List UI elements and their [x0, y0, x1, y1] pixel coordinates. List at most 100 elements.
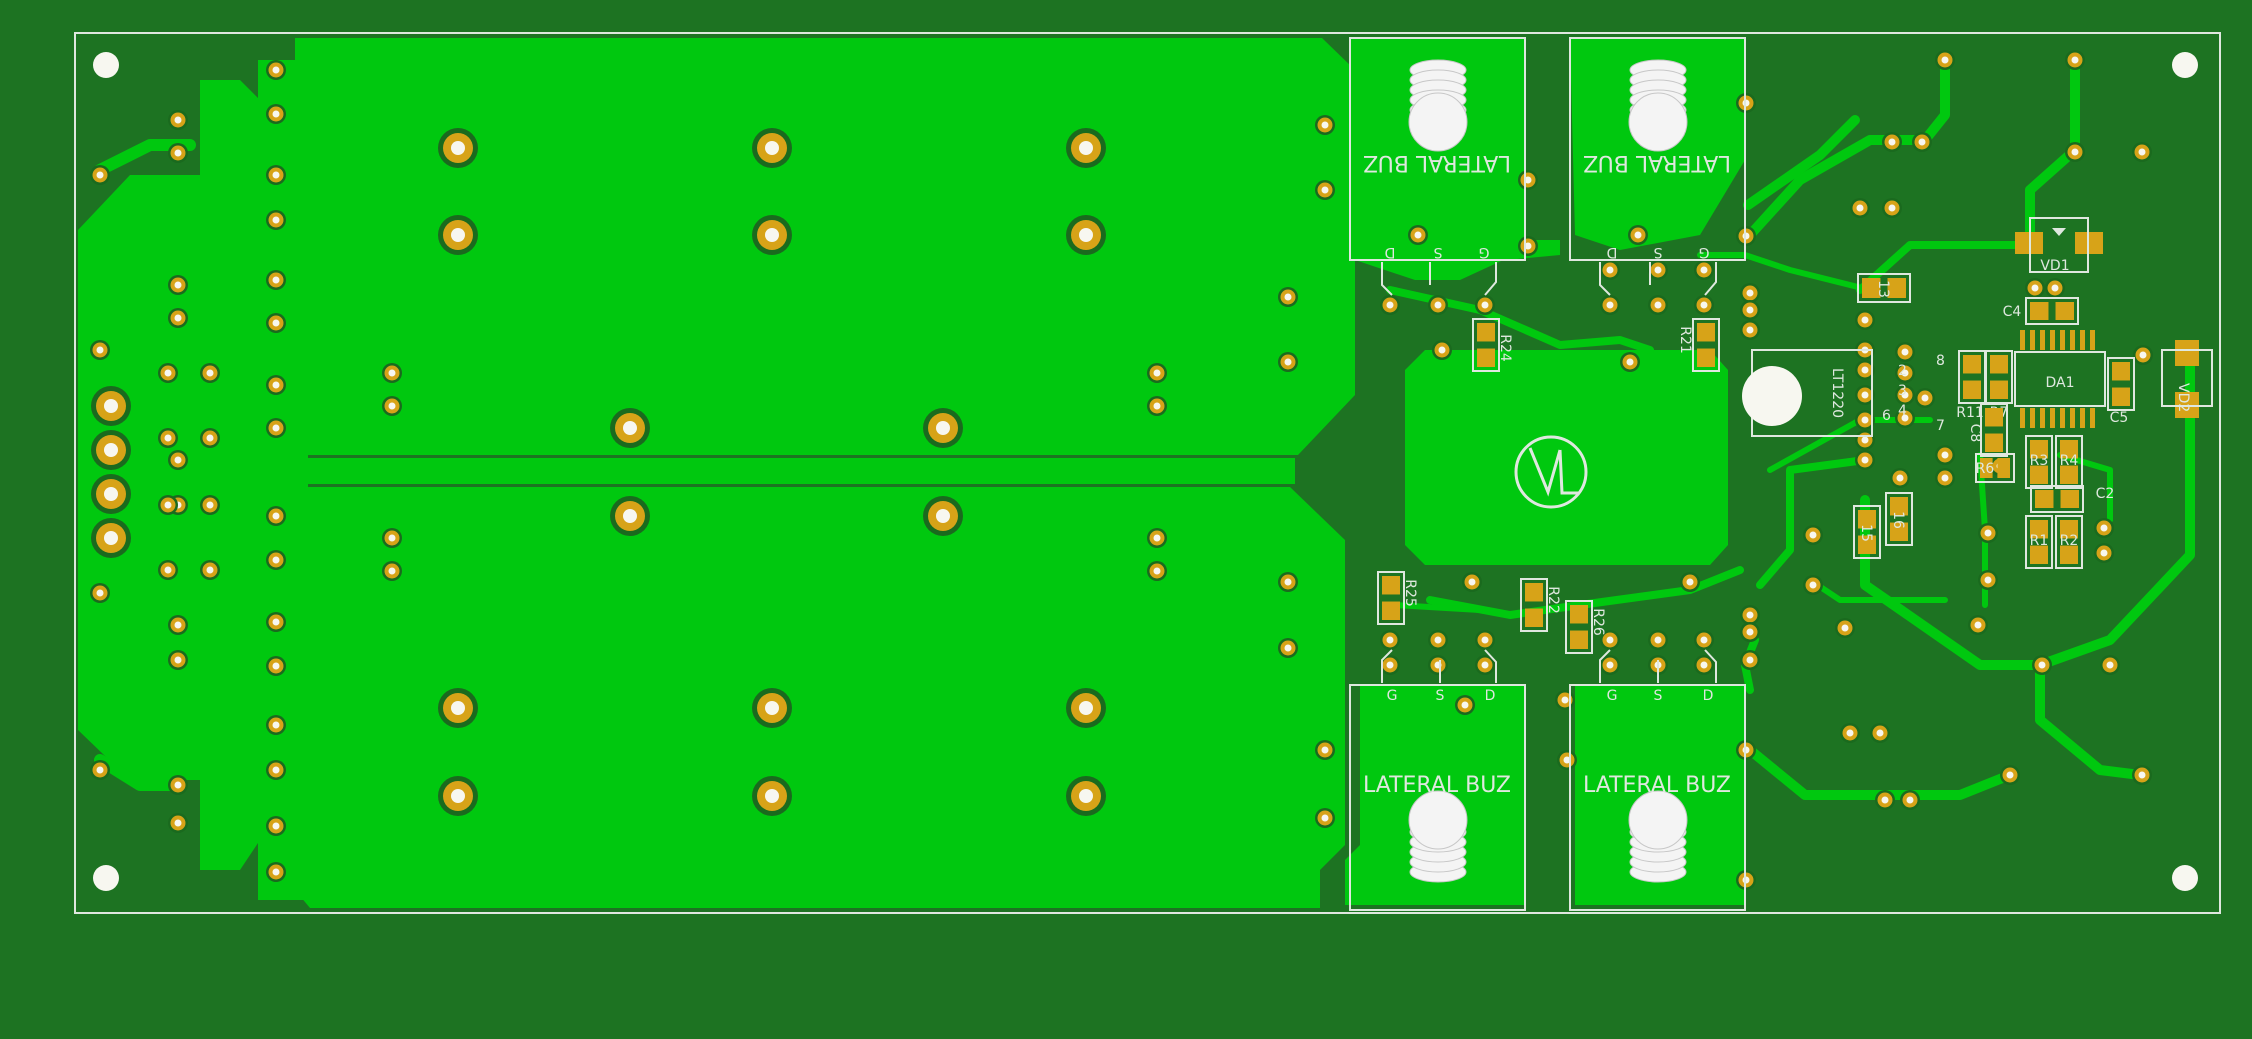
via	[266, 715, 286, 735]
via	[1935, 468, 1955, 488]
component-label: R11	[1956, 405, 1984, 421]
via	[1408, 225, 1428, 245]
via	[1840, 723, 1860, 743]
smd-resistor: R2	[2055, 515, 2083, 569]
smd-resistor: R11	[1956, 350, 1986, 421]
smd-resistor: R25	[1377, 571, 1418, 625]
through-hole-pad	[923, 496, 963, 536]
through-hole-pad	[610, 408, 650, 448]
component-label: R25	[1402, 579, 1418, 607]
via	[1740, 605, 1760, 625]
via	[1855, 360, 1875, 380]
through-hole-pad	[91, 474, 131, 514]
via	[1428, 630, 1448, 650]
component-label: 16	[1890, 511, 1906, 529]
via	[1740, 283, 1760, 303]
mosfet-label: LATERAL BUZ	[1583, 150, 1731, 175]
via	[200, 560, 220, 580]
via	[158, 428, 178, 448]
component-label: R1	[2030, 533, 2049, 549]
smd-resistor: 16	[1885, 492, 1913, 546]
diode-label: VD1	[2040, 258, 2069, 274]
via	[2132, 142, 2152, 162]
via	[1882, 132, 1902, 152]
via	[1740, 622, 1760, 642]
via	[266, 165, 286, 185]
through-hole-pad	[1066, 215, 1106, 255]
through-hole-pad	[91, 430, 131, 470]
via	[1875, 790, 1895, 810]
via	[1968, 615, 1988, 635]
via	[1895, 408, 1915, 428]
via	[1855, 410, 1875, 430]
via	[1870, 723, 1890, 743]
board-logo	[1514, 435, 1588, 509]
through-hole-pad	[752, 776, 792, 816]
via	[90, 760, 110, 780]
svg-text:S: S	[1654, 688, 1663, 704]
via	[1315, 740, 1335, 760]
via	[1855, 310, 1875, 330]
via	[1855, 450, 1875, 470]
via	[168, 813, 188, 833]
svg-text:S: S	[1653, 244, 1662, 260]
via	[1557, 750, 1577, 770]
via	[1315, 180, 1335, 200]
via	[2133, 345, 2153, 365]
via	[1600, 295, 1620, 315]
component-label: R24	[1497, 334, 1513, 362]
svg-text:D: D	[1607, 244, 1618, 260]
svg-text:7: 7	[1936, 418, 1945, 434]
via	[1694, 655, 1714, 675]
via	[1912, 132, 1932, 152]
smd-resistor: R1	[2025, 515, 2053, 569]
through-hole-pad	[752, 128, 792, 168]
svg-text:D: D	[1385, 244, 1396, 260]
component-label: R21	[1677, 326, 1693, 354]
via	[1850, 198, 1870, 218]
via	[266, 210, 286, 230]
smd-resistor: R4	[2055, 435, 2083, 489]
via	[1895, 342, 1915, 362]
board-outline	[74, 32, 2221, 914]
via	[1740, 300, 1760, 320]
svg-text:S: S	[1433, 244, 1442, 260]
via	[158, 560, 178, 580]
through-hole-pad	[1066, 776, 1106, 816]
via	[168, 143, 188, 163]
via	[266, 506, 286, 526]
smd-components: R24R21R25R22R26R11R7R3R4R6R1R2131516C4C8…	[1377, 273, 2135, 654]
svg-text:8: 8	[1936, 353, 1945, 369]
component-label: 13	[1875, 280, 1891, 298]
svg-text:2: 2	[1898, 363, 1907, 379]
via	[266, 612, 286, 632]
mosfet-label: LATERAL BUZ	[1363, 150, 1511, 175]
via	[158, 363, 178, 383]
via	[266, 60, 286, 80]
vias	[90, 50, 2153, 890]
via	[266, 656, 286, 676]
via	[1935, 445, 1955, 465]
via	[1278, 352, 1298, 372]
via	[1147, 396, 1167, 416]
via	[1895, 385, 1915, 405]
via	[200, 428, 220, 448]
through-hole-pad	[438, 688, 478, 728]
mosfet-label: LATERAL BUZ	[1363, 773, 1511, 798]
via	[382, 396, 402, 416]
mosfet-top-left: LATERAL BUZ D S G	[1349, 37, 1526, 296]
via	[2000, 765, 2020, 785]
svg-text:G: G	[1387, 688, 1398, 704]
via	[1278, 638, 1298, 658]
via	[168, 275, 188, 295]
through-hole-pad	[91, 518, 131, 558]
mosfet-label: LATERAL BUZ	[1583, 773, 1731, 798]
svg-text:6: 6	[1882, 408, 1891, 424]
via	[1890, 468, 1910, 488]
svg-text:4: 4	[1898, 403, 1907, 419]
component-label: R6	[1976, 461, 1995, 477]
svg-text:G: G	[1699, 244, 1710, 260]
via	[1803, 575, 1823, 595]
smd-capacitor: C5	[2107, 357, 2135, 426]
via	[1803, 525, 1823, 545]
